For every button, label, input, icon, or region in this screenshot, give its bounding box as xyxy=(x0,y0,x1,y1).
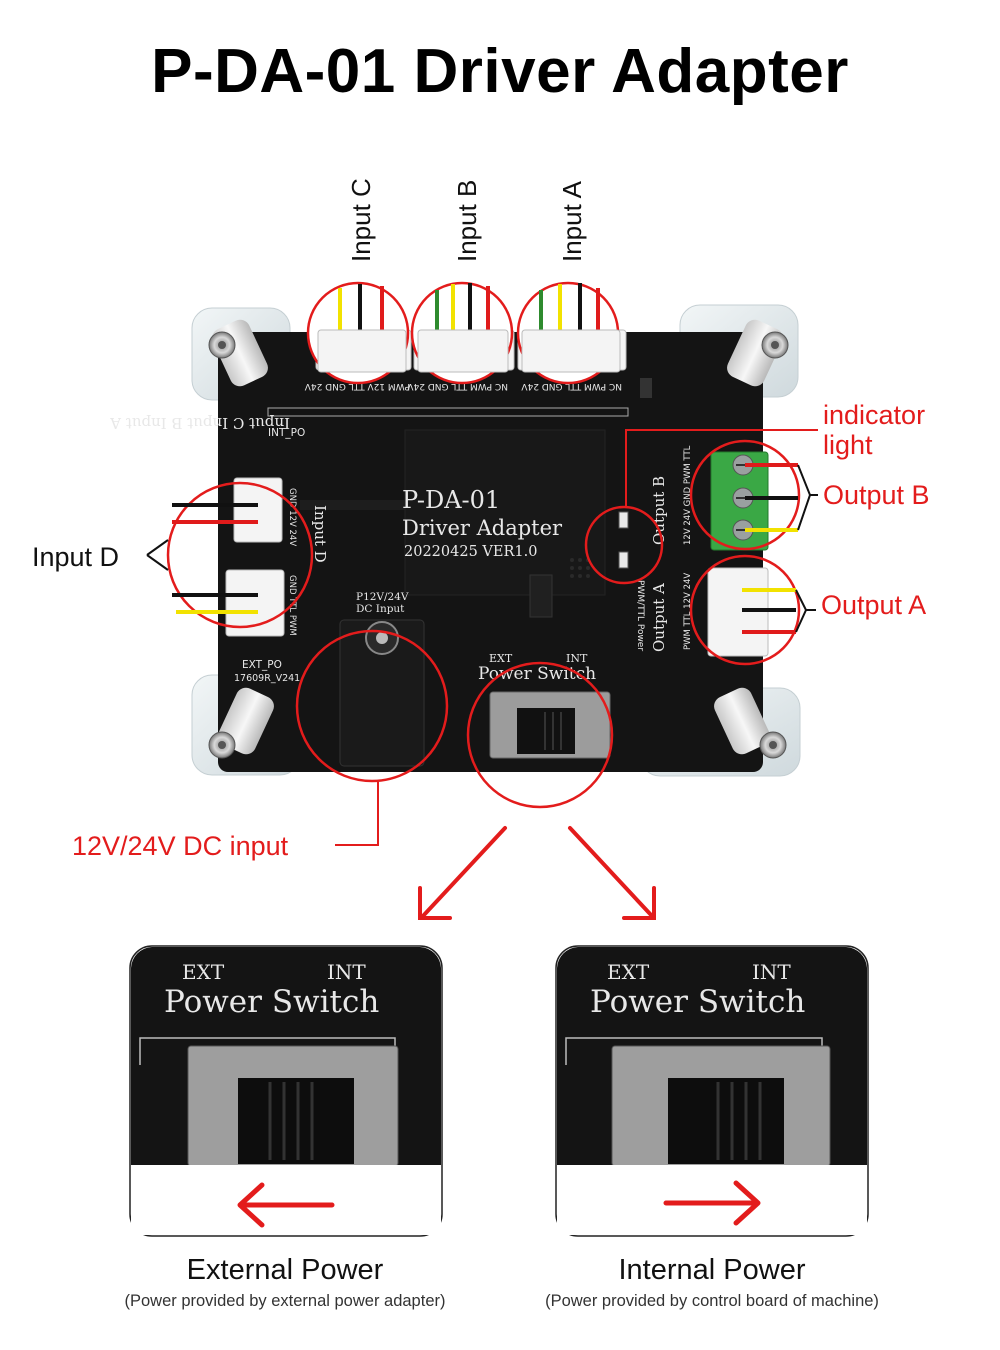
magnifier-output-b xyxy=(689,439,801,551)
magnifier-indicator-led xyxy=(584,505,664,585)
callout-dc-input: 12V/24V DC input xyxy=(72,831,289,861)
magnifier-input-c xyxy=(306,281,410,385)
caption-internal: Internal Power xyxy=(618,1254,806,1286)
callout-input-b: Input B xyxy=(452,180,482,262)
pins-input-a: NC PWM TTL GND 24V xyxy=(521,381,622,391)
ext-po-label: EXT_PO xyxy=(242,659,282,671)
pins-input-d1: GND 12V 24V xyxy=(287,488,297,546)
callout-indicator-line2: light xyxy=(823,430,873,460)
pins-output-a: PWM TTL 12V 24V xyxy=(683,573,693,650)
dc-input-silk-2: DC Input xyxy=(356,603,405,615)
standoff-screws xyxy=(208,319,789,759)
pins-input-c: PWM 12V TTL GND 24V xyxy=(304,381,410,391)
panel1-switch-label: Power Switch xyxy=(164,984,379,1020)
callout-input-c: Input C xyxy=(346,178,376,262)
magnifier-dc-jack xyxy=(295,629,449,783)
output-a-silk: Output A xyxy=(650,583,668,652)
board-version: 20220425 VER1.0 xyxy=(404,544,537,560)
callout-labels: Input C Input B Input A Input D indicato… xyxy=(32,178,930,861)
panel-external: EXT INT Power Switch xyxy=(129,945,443,1237)
board-power-switch xyxy=(489,691,611,759)
magnifier-output-a xyxy=(689,554,801,666)
callout-input-a: Input A xyxy=(557,180,587,262)
panel-arrows xyxy=(418,826,656,920)
int-po-label: INT_PO xyxy=(268,427,305,439)
magnifier-input-b xyxy=(410,281,514,385)
subcaption-external: (Power provided by external power adapte… xyxy=(124,1292,446,1310)
panel1-ext-label: EXT xyxy=(182,960,225,984)
output-b-silk: Output B xyxy=(650,476,668,545)
subcaption-internal: (Power provided by control board of mach… xyxy=(545,1292,879,1310)
pins-input-b: NC PWM TTL GND 24V xyxy=(407,381,508,391)
page-title: P-DA-01 Driver Adapter xyxy=(151,37,849,106)
callout-input-d: Input D xyxy=(32,542,119,572)
callout-output-a: Output A xyxy=(821,590,926,620)
panel2-int-label: INT xyxy=(752,960,791,984)
panel2-right-arrow xyxy=(663,1180,761,1226)
part-code-label: 17609R_V241 xyxy=(234,673,300,684)
panel2-ext-label: EXT xyxy=(607,960,650,984)
panel1-int-label: INT xyxy=(327,960,366,984)
caption-external: External Power xyxy=(186,1254,384,1286)
panel1-left-arrow xyxy=(237,1182,335,1228)
callout-indicator-line1: indicator xyxy=(823,400,925,430)
input-row-silk: Input C Input B Input A xyxy=(110,414,290,432)
board-model: P-DA-01 xyxy=(402,486,500,514)
dc-jack xyxy=(339,619,425,767)
board-int-label: INT xyxy=(566,652,588,665)
magnifier-input-d xyxy=(166,481,314,629)
panel-internal: EXT INT Power Switch xyxy=(555,945,869,1237)
callout-lines xyxy=(146,429,818,846)
pins-output-b: 12V 24V GND PWM TTL xyxy=(683,445,693,545)
board-ext-label: EXT xyxy=(489,652,513,665)
led-labels: PWM/TTL Power xyxy=(635,580,645,651)
board-name: Driver Adapter xyxy=(402,516,563,540)
dc-input-silk-1: P12V/24V xyxy=(356,591,409,603)
magnifier-power-switch xyxy=(466,661,614,809)
indicator-leds xyxy=(618,511,629,569)
input-d-silk: Input D xyxy=(311,505,329,563)
input-d-connectors xyxy=(225,477,285,637)
panel2-switch-label: Power Switch xyxy=(590,984,805,1020)
callout-output-b: Output B xyxy=(823,480,930,510)
magnifier-input-a xyxy=(516,281,621,385)
